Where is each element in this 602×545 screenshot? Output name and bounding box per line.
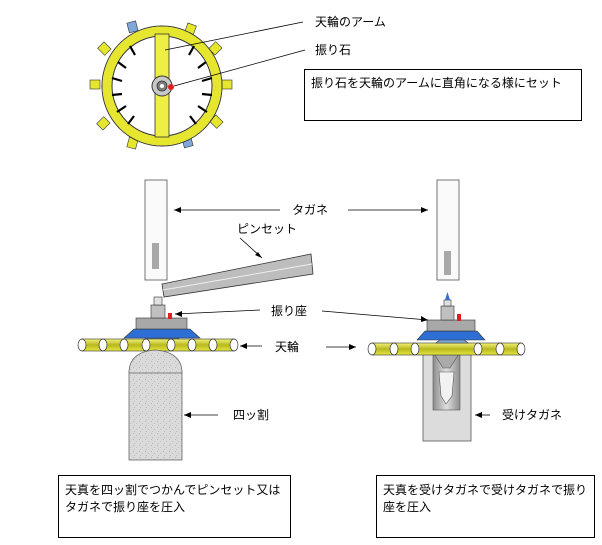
- yotsuwari-top: [128, 349, 183, 374]
- note-bottom-left: 天真を四ッ割でつかんでピンセット又はタガネで振り座を圧入: [58, 475, 291, 538]
- hairspring-ticks: [111, 45, 213, 125]
- roller-collet-left: [123, 328, 201, 339]
- yotsuwari-body: [128, 371, 183, 461]
- impulse-jewel: [168, 84, 174, 90]
- note-bottom-right: 天真を受けタガネで受けタガネで振り座を圧入: [376, 475, 595, 538]
- leader-arm: [164, 21, 304, 51]
- rim-teeth: [89, 20, 233, 150]
- note-bottom-left-text: 天真を四ッ割でつかんでピンセット又はタガネで振り座を圧入: [65, 483, 281, 514]
- impulse-jewel-left: [168, 313, 172, 319]
- label-furiishi: 振り石: [315, 43, 351, 57]
- note-top: 振り石を天輪のアームに直角になる様にセット: [304, 69, 582, 121]
- tagane-right: [436, 179, 460, 281]
- roller-collet-right: [416, 330, 486, 341]
- label-pinset: ピンセット: [237, 222, 297, 236]
- label-uke-tagane: 受けタガネ: [502, 408, 562, 422]
- label-tenpu: 天輪: [275, 339, 299, 354]
- note-bottom-right-text: 天真を受けタガネで受けタガネで振り座を圧入: [383, 483, 588, 514]
- note-top-text: 振り石を天輪のアームに直角になる様にセット: [311, 76, 562, 90]
- label-tagane: タガネ: [292, 203, 328, 217]
- tweezers: [161, 253, 314, 298]
- rim-yellow: [102, 26, 222, 146]
- leader-jewel: [173, 49, 306, 87]
- right-assembly: [367, 292, 526, 442]
- impulse-jewel-right: [457, 314, 461, 321]
- label-furiza: 振り座: [271, 303, 307, 318]
- left-assembly: [77, 296, 239, 461]
- tagane-left: [144, 179, 168, 281]
- staff-pivot: [160, 84, 164, 88]
- balance-wheel-top-view: [89, 20, 233, 150]
- label-yotsuwari: 四ッ割: [233, 407, 269, 422]
- label-tenpu-arm: 天輪のアーム: [315, 14, 386, 29]
- rim-outer: [101, 25, 223, 147]
